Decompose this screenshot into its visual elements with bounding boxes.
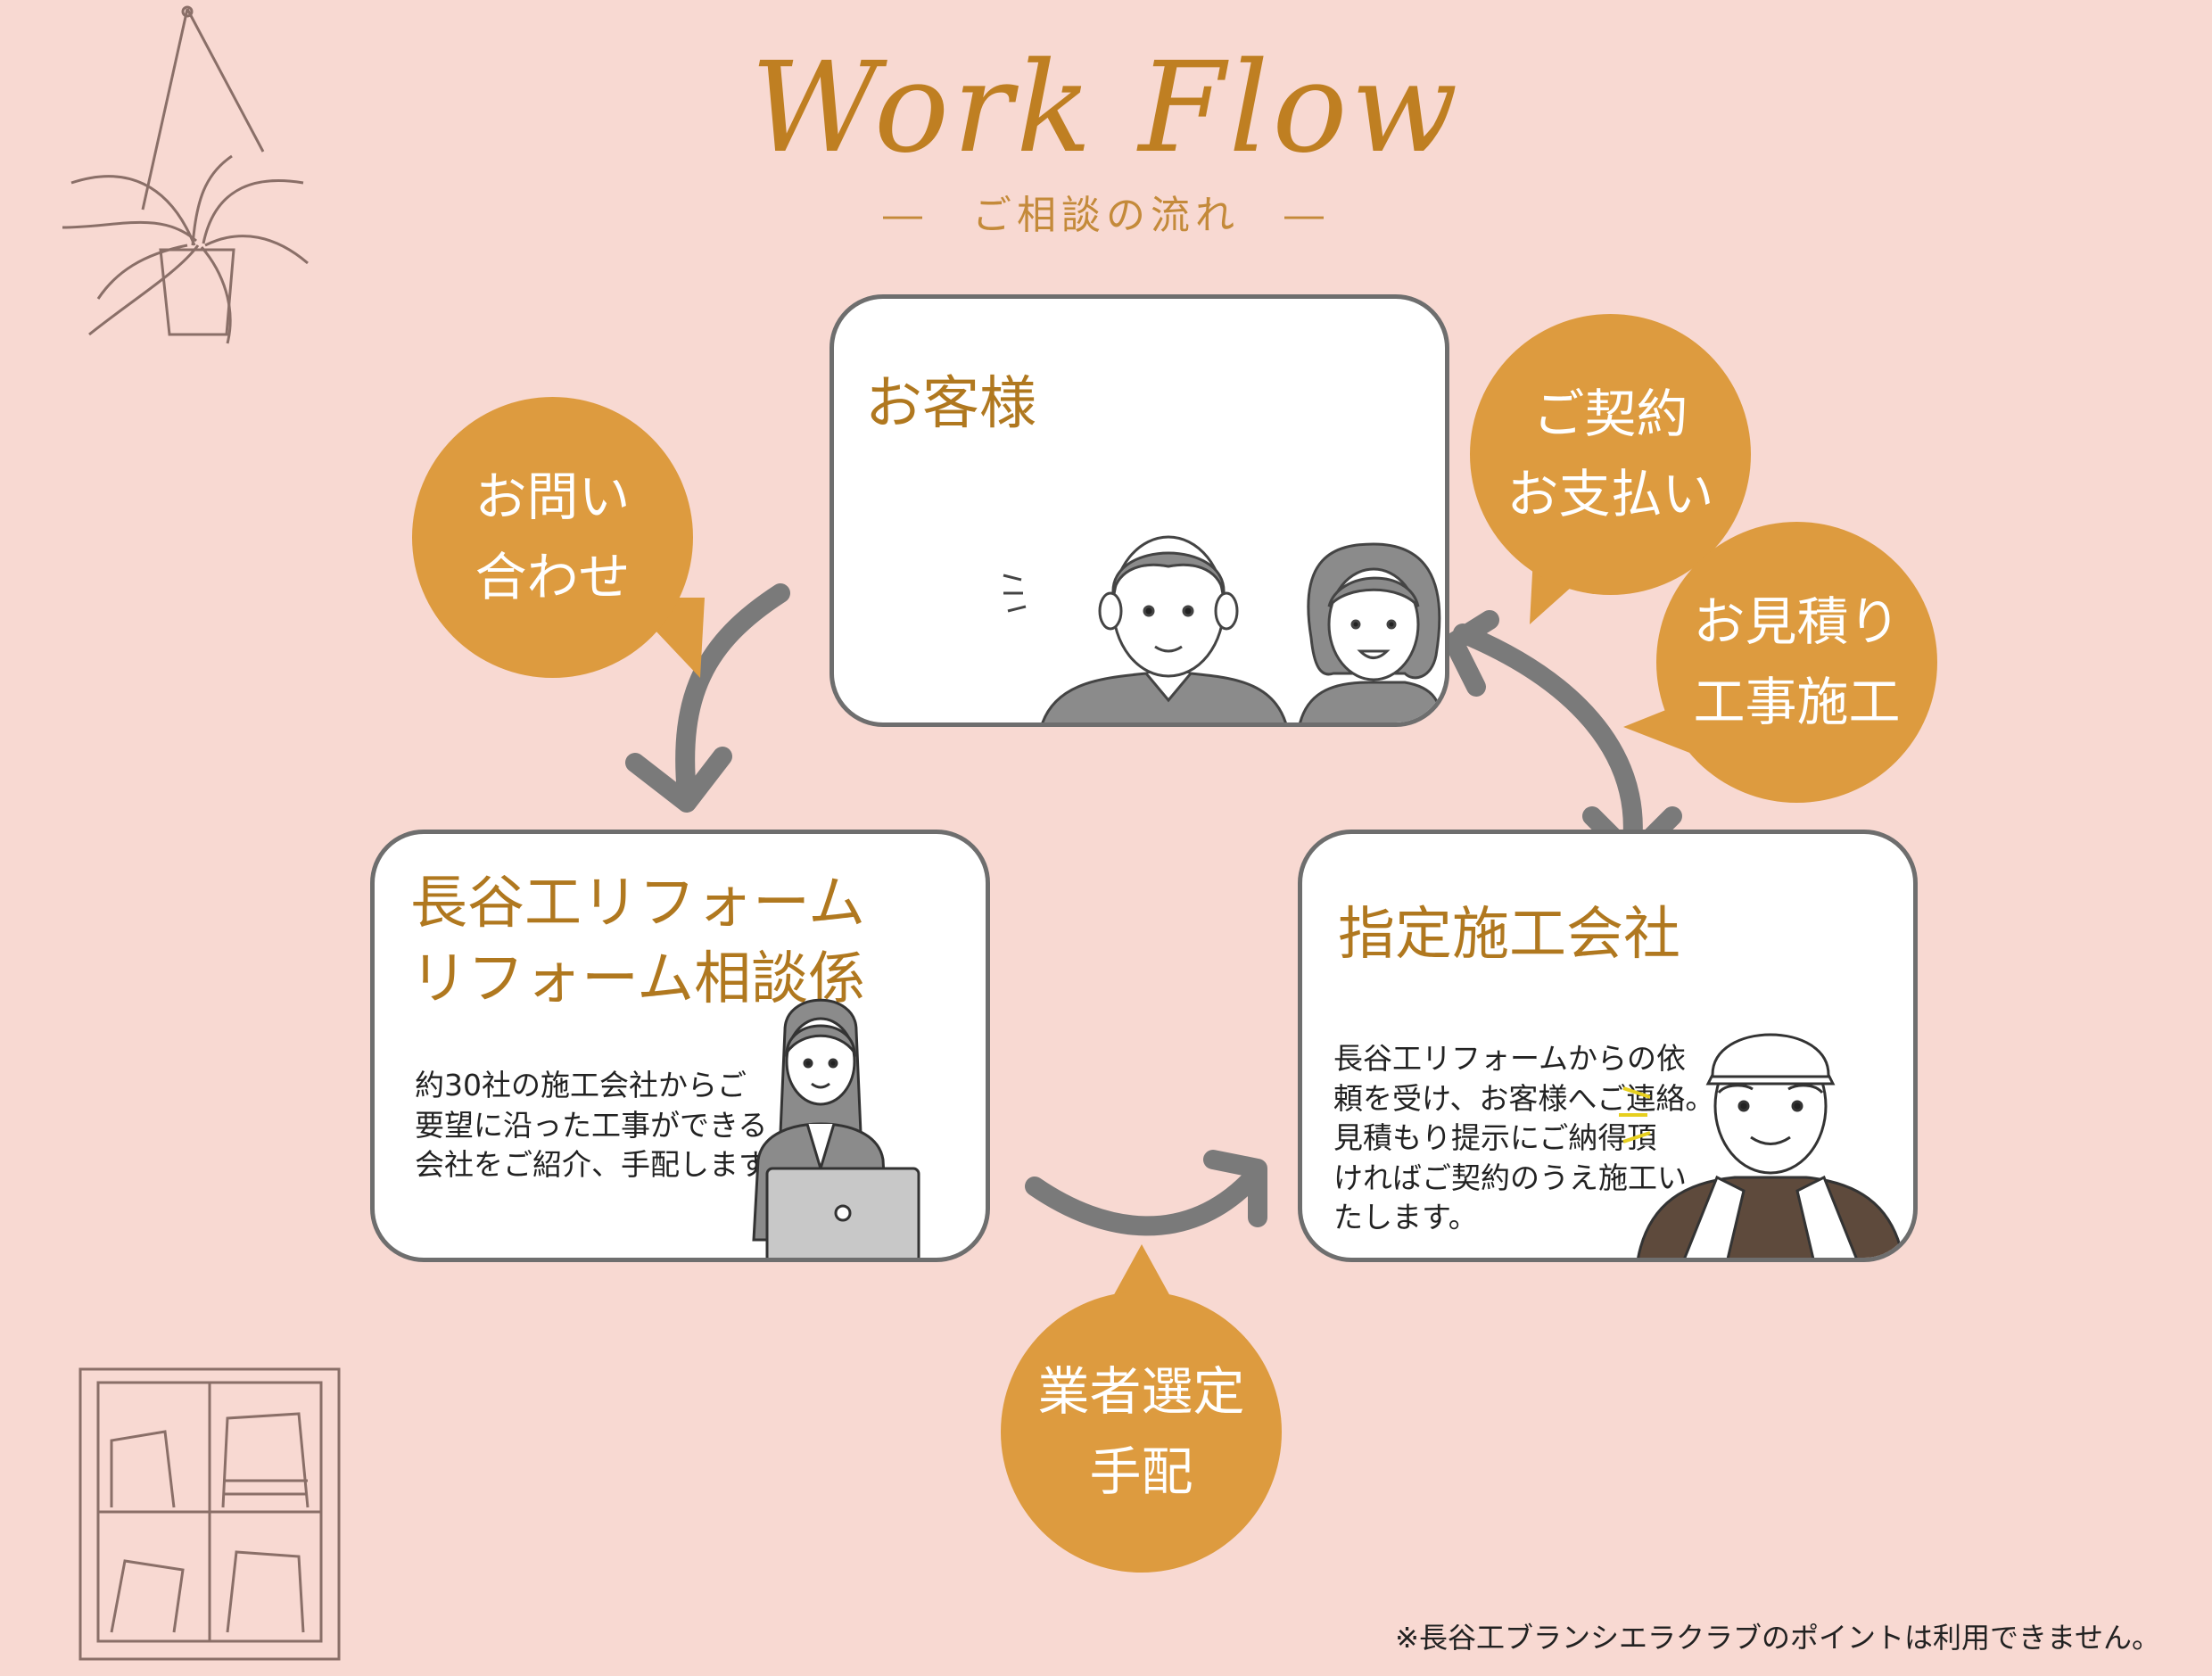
reform-title-line1: 長谷工リフォーム (410, 871, 866, 937)
inquiry-bubble: お問い 合わせ (412, 397, 693, 678)
reform-description: 約30社の施工会社からご 要望に沿った工事ができる 会社をご紹介、手配します。 (415, 1068, 795, 1183)
reform-card: 長谷工リフォーム リフォーム相談係 約30社の施工会社からご 要望に沿った工事が… (370, 830, 990, 1262)
contractor-card: 指定施工会社 長谷工リフォームからの依 頼を受け、お客様へご連絡。 見積もり提示… (1298, 830, 1918, 1262)
contract-bubble: ご契約 お支払い (1470, 314, 1751, 595)
arrow-customer-to-reform-head (625, 747, 732, 813)
reform-title-line2: リフォーム相談係 (410, 946, 866, 1012)
bookshelf-icon (78, 1367, 341, 1661)
arrow-customer-to-reform (675, 583, 790, 804)
contractor-description: 長谷工リフォームからの依 頼を受け、お客様へご連絡。 見積もり提示にご納得頂 け… (1333, 1041, 1715, 1235)
arrow-contractor-customer (1453, 623, 1643, 853)
customer-card: お客様 (830, 294, 1449, 727)
arrow-contractor-customer-head-top (1444, 610, 1499, 697)
estimate-bubble: お見積り 工事施工 (1656, 522, 1937, 803)
page-title: Work Flow (750, 36, 1462, 181)
customer-title: お客様 (865, 371, 1036, 437)
contractor-title: 指定施工会社 (1338, 902, 1680, 968)
office-worker-icon (752, 998, 920, 1258)
footer-note: ※長谷工ブランシエラクラブのポイントは利用できません。 (1395, 1621, 2160, 1655)
construction-worker-icon (1619, 1033, 1904, 1258)
arrow-reform-to-contractor (1025, 1172, 1259, 1236)
page-subtitle: ― ご相談の流れ ― (883, 193, 1329, 238)
elderly-couple-icon (1003, 535, 1443, 722)
hanging-plant-icon (62, 5, 309, 344)
arrow-reform-to-contractor-head (1203, 1150, 1267, 1227)
selection-bubble: 業者選定 手配 (1001, 1292, 1282, 1573)
